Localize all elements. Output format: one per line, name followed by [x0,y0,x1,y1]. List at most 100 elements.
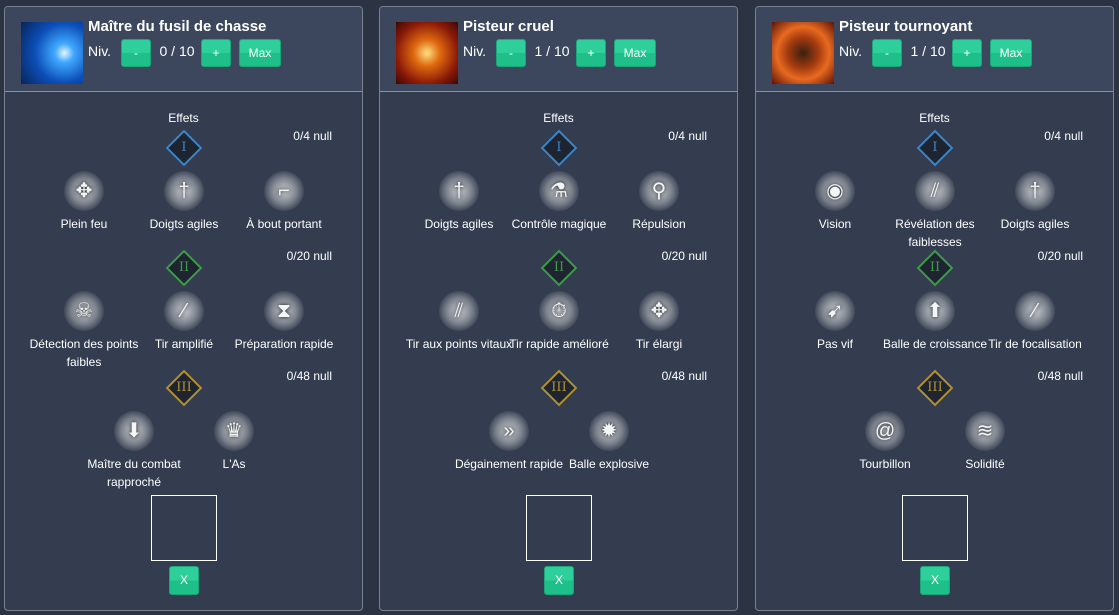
skill-option[interactable]: † Doigts agiles [404,171,514,233]
tier-points-count: 0/4 null [293,129,332,143]
layers-icon: ≋ [965,411,1005,451]
skill-name: Tourbillon [859,457,911,471]
skill-name: Tir de focalisation [988,337,1082,351]
skill-title: Maître du fusil de chasse [88,18,267,35]
eye-icon: ◉ [815,171,855,211]
skill-option[interactable]: ⧗ Préparation rapide [229,291,339,353]
max-level-button[interactable]: Max [239,39,281,67]
skill-title: Pisteur cruel [463,18,554,35]
skill-name: Doigts agiles [149,217,219,231]
increase-level-button[interactable]: + [201,39,231,67]
fire-bullet-icon [396,22,458,84]
hourglass-icon: ⧗ [264,291,304,331]
skill-name: Doigts agiles [424,217,494,231]
skill-option[interactable]: ✥Plein feu [29,171,139,233]
level-value: 1 / 10 [534,43,570,59]
skill-option[interactable]: ⬆ Balle de croissance [880,291,990,353]
skill-option[interactable]: » Dégainement rapide [454,411,564,473]
skill-name: Pas vif [816,337,853,351]
running-beast-icon: ➹ [815,291,855,331]
skill-option[interactable]: ⚗Contrôle magique [504,171,614,233]
selected-skill-slot[interactable] [902,495,968,561]
tier-numeral: III [551,380,567,395]
skill-name: Préparation rapide [234,337,334,351]
selected-skill-slot[interactable] [526,495,592,561]
skill-option[interactable]: ✹Balle explosive [554,411,664,473]
chevrons-icon: » [489,411,529,451]
skill-option[interactable]: ⁄ Tir de focalisation [980,291,1090,353]
skill-option[interactable]: ≋ Solidité [930,411,1040,473]
skill-option[interactable]: †Doigts agiles [980,171,1090,233]
tier-numeral: II [929,260,941,275]
tier-2-badge: II [540,249,578,287]
fangs-icon: ♛ [214,411,254,451]
skill-name: Solidité [965,457,1005,471]
effects-heading: Effets [919,111,950,125]
up-burst-icon: ⬆ [915,291,955,331]
level-label: Niv. [463,43,487,59]
selected-skill-slot[interactable] [151,495,217,561]
skill-name: Balle explosive [568,457,650,471]
tier-numeral: III [927,380,943,395]
increase-level-button[interactable]: + [576,39,606,67]
tier-points-count: 0/4 null [668,129,707,143]
max-level-button[interactable]: Max [990,39,1032,67]
increase-level-button[interactable]: + [952,39,982,67]
skill-option[interactable]: † Doigts agiles [129,171,239,233]
pistol-icon: ⌐ [264,171,304,211]
skill-name: Tir élargi [635,337,683,351]
max-level-button[interactable]: Max [614,39,656,67]
effects-heading: Effets [543,111,574,125]
skill-option[interactable]: ➹ Pas vif [780,291,890,353]
skill-option[interactable]: ⬇Maître du combat rapproché [79,411,189,491]
down-arrow-icon: ⬇ [114,411,154,451]
tier-numeral: I [181,140,187,155]
sword-swirl-icon: † [164,171,204,211]
slash-shot-icon: ⁄ [1015,291,1055,331]
skull-target-icon: ☠ [64,291,104,331]
clear-button[interactable]: X [544,566,574,595]
tier-2-badge: II [916,249,954,287]
blue-energy-icon [21,22,83,84]
claw-icon: ⫽ [439,291,479,331]
skill-name: Révélation des faiblesses [895,217,975,249]
skill-option[interactable]: ⚲Répulsion [604,171,714,233]
skill-option[interactable]: ⫽ Tir aux points vitaux [404,291,514,353]
skill-option[interactable]: ✥Tir élargi [604,291,714,353]
skill-option[interactable]: ⫽Révélation des faiblesses [880,171,990,251]
skill-option[interactable]: ⁄Tir amplifié [129,291,239,353]
skill-name: Tir aux points vitaux [405,337,513,351]
skill-name: Balle de croissance [882,337,988,351]
decrease-level-button[interactable]: - [872,39,902,67]
skill-option[interactable]: ⌐À bout portant [229,171,339,233]
clear-button[interactable]: X [920,566,950,595]
level-value: 0 / 10 [159,43,195,59]
clear-button[interactable]: X [169,566,199,595]
tier-1-badge: I [916,129,954,167]
skill-option[interactable]: ⏱Tir rapide amélioré [504,291,614,353]
decrease-level-button[interactable]: - [496,39,526,67]
decrease-level-button[interactable]: - [121,39,151,67]
skill-name: Contrôle magique [511,217,607,231]
slash-shot-icon: ⁄ [164,291,204,331]
tier-points-count: 0/20 null [1037,249,1083,263]
tier-numeral: III [176,380,192,395]
skill-option[interactable]: ◉Vision [780,171,890,233]
tier-points-count: 0/20 null [286,249,332,263]
level-label: Niv. [88,43,112,59]
sword-swirl-icon: † [439,171,479,211]
level-label: Niv. [839,43,863,59]
skill-option[interactable]: ♛L'As [179,411,289,473]
tier-3-badge: III [916,369,954,407]
skill-name: Détection des points faibles [29,337,139,369]
skill-name: Dégainement rapide [454,457,564,471]
tier-numeral: I [556,140,562,155]
skill-option[interactable]: ☠ Détection des points faibles [29,291,139,371]
skill-option[interactable]: @Tourbillon [830,411,940,473]
tier-points-count: 0/20 null [661,249,707,263]
